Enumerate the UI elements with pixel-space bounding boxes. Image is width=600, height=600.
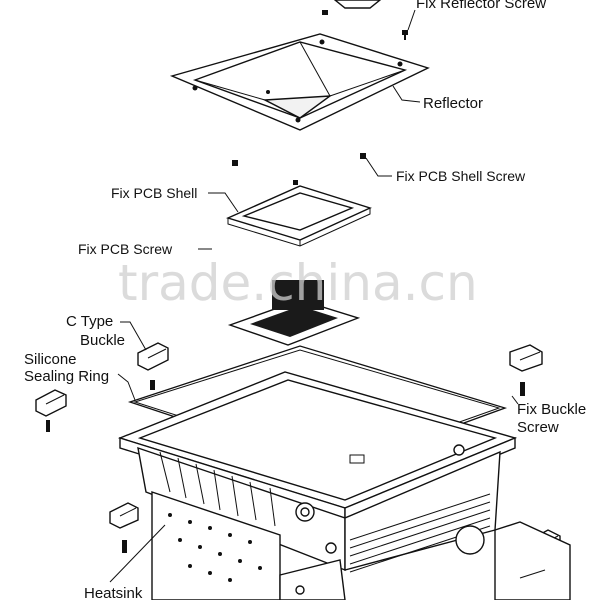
fix-reflector-screw bbox=[402, 30, 408, 40]
label-fix-buckle-screw-line1: Fix Buckle bbox=[517, 401, 586, 418]
label-fix-reflector-screw: Fix Reflector Screw bbox=[416, 0, 546, 12]
label-c-type-line1: C Type bbox=[66, 313, 113, 330]
label-reflector: Reflector bbox=[423, 95, 483, 112]
label-fix-pcb-shell-screw: Fix PCB Shell Screw bbox=[396, 168, 526, 184]
label-fix-buckle-screw-line2: Screw bbox=[517, 419, 559, 436]
top-cover-part bbox=[322, 0, 382, 15]
leader-fix-pcb-shell bbox=[208, 192, 239, 213]
housing-body bbox=[117, 371, 518, 572]
label-fix-pcb-shell: Fix PCB Shell bbox=[111, 185, 197, 201]
pcb-board-part bbox=[227, 280, 361, 346]
label-heatsink: Heatsink bbox=[84, 585, 143, 600]
c-type-buckle-bottom-left bbox=[109, 502, 139, 553]
label-c-type-line2: Buckle bbox=[80, 332, 125, 349]
reflector-part bbox=[169, 33, 430, 131]
c-type-buckle-left bbox=[35, 389, 67, 432]
leader-fix-pcb-shell-screw bbox=[365, 157, 392, 177]
fix-pcb-shell-screws bbox=[232, 153, 366, 185]
leader-fix-reflector-screw bbox=[407, 9, 416, 31]
leader-fix-buckle-screw bbox=[511, 395, 519, 405]
leader-c-type-buckle bbox=[120, 321, 147, 351]
leader-heatsink bbox=[109, 524, 166, 583]
leader-reflector bbox=[392, 85, 421, 103]
fix-pcb-shell-part bbox=[226, 185, 372, 247]
mounting-bracket bbox=[279, 521, 571, 600]
c-type-buckle-right bbox=[509, 344, 543, 396]
heatsink-block bbox=[151, 491, 281, 600]
label-silicone-line2: Sealing Ring bbox=[24, 368, 109, 385]
label-silicone-line1: Silicone bbox=[24, 351, 77, 368]
c-type-buckle-left-top bbox=[137, 342, 169, 390]
watermark: trade.china.cn bbox=[118, 254, 478, 312]
leader-silicone-sealing-ring bbox=[117, 373, 136, 401]
label-fix-pcb-screw: Fix PCB Screw bbox=[78, 241, 173, 257]
